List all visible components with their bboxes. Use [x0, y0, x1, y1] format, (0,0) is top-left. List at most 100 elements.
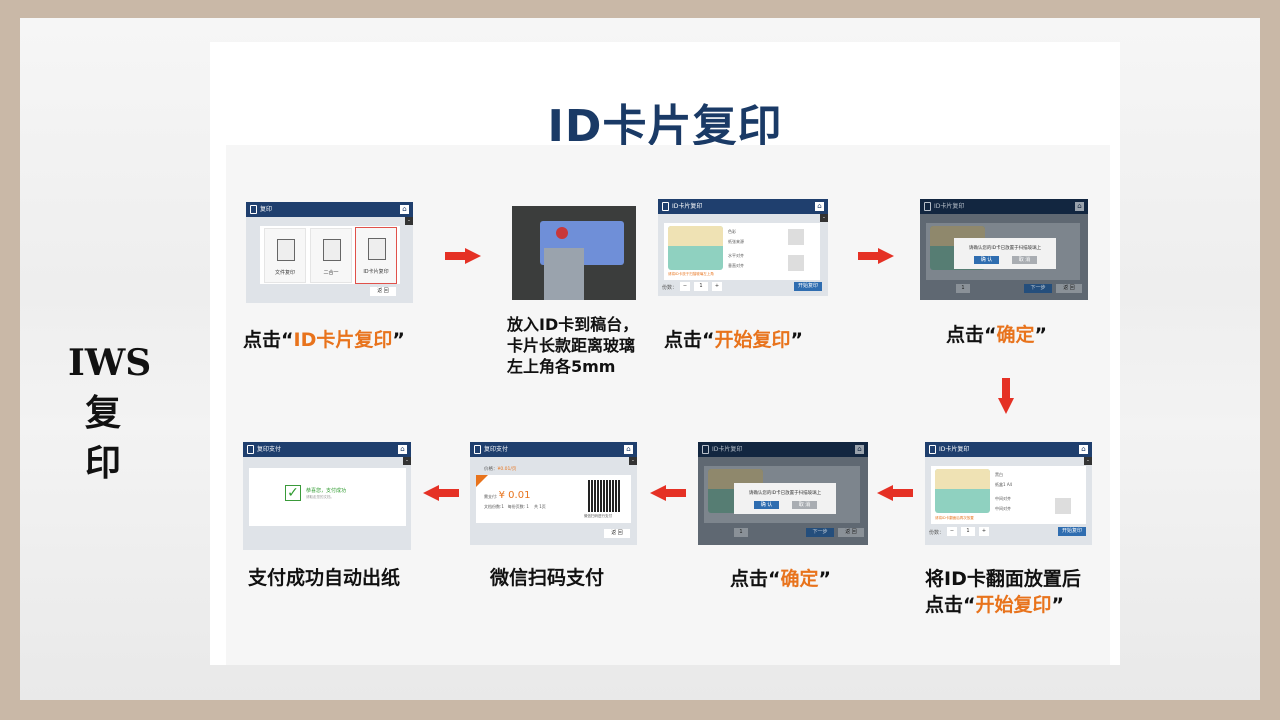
field-value: 纸盒1 A4 [995, 482, 1013, 487]
tile-label: 二合一 [323, 270, 339, 276]
confirm-button[interactable]: 确 认 [754, 501, 779, 509]
minimize-icon[interactable]: - [629, 457, 637, 465]
caption-highlight: 确定 [780, 568, 819, 590]
settings-area: 请将ID卡放于扫描玻璃左上角 色彩 纸张来源 水平对齐 垂直对齐 [664, 223, 820, 280]
minimize-icon[interactable]: - [820, 214, 828, 222]
screen-wechat-payment: 复印支付 ⌂ - 价格：¥0.01/页 需支付: ¥ 0.01 文档份数:1 每份… [470, 442, 637, 545]
step-caption-7: 点击“确定” [730, 566, 831, 592]
field-label: 色彩 [728, 229, 736, 234]
minimize-icon[interactable]: - [1084, 457, 1092, 465]
caption-text: 点击“ [946, 324, 997, 346]
caption-highlight: 开始复印 [714, 329, 791, 351]
arrow-left-icon [877, 485, 913, 501]
caption-text: 点击“ [925, 594, 976, 616]
back-button[interactable]: 返 回 [370, 287, 396, 296]
arrow-left-icon [650, 485, 686, 501]
cancel-button[interactable]: 取 消 [1012, 256, 1037, 264]
checkmark-icon: ✓ [285, 485, 301, 501]
minimize-icon[interactable]: - [403, 457, 411, 465]
tile-label: 文件复印 [274, 270, 295, 276]
tile-label: ID卡片复印 [363, 269, 389, 275]
header-title: ID卡片复印 [712, 446, 743, 453]
side-label-iws: IWS [68, 342, 152, 384]
home-icon[interactable]: ⌂ [400, 205, 409, 214]
home-icon: ⌂ [855, 445, 864, 454]
cancel-button[interactable]: 取 消 [792, 501, 817, 509]
tile-two-in-one[interactable]: 二合一 [310, 228, 352, 283]
preview-back [788, 255, 804, 271]
copies-input[interactable]: 1 [694, 282, 708, 291]
preview-back [1055, 498, 1071, 514]
screen-header: 复印⌂ [246, 202, 413, 217]
step-caption-8: 将ID卡翻面放置后 点击“开始复印” [925, 566, 1081, 618]
home-icon[interactable]: ⌂ [624, 445, 633, 454]
wechat-qr-code[interactable] [588, 480, 620, 512]
caption-text: ” [818, 568, 832, 590]
document-icon [929, 445, 936, 454]
success-area: ✓ 恭喜您，支付成功 请取走您的文档。 [249, 468, 406, 526]
caption-text: 点击“ [664, 329, 715, 351]
increment-button[interactable]: + [712, 282, 722, 291]
page-title: ID卡片复印 [547, 101, 783, 152]
next-button: 下一步 [806, 528, 834, 537]
back-button[interactable]: 返 回 [604, 529, 630, 538]
dialog-message: 请确认您的ID卡已放置于扫描玻璃上 [968, 246, 1042, 251]
payment-area: 需支付: ¥ 0.01 文档份数:1 每份页数: 1 共 1页 微信扫码进行支付 [476, 475, 631, 523]
home-icon[interactable]: ⌂ [815, 202, 824, 211]
tile-file-copy[interactable]: 文件复印 [264, 228, 306, 283]
document-icon [702, 445, 709, 454]
price-label: 价格： [484, 467, 498, 472]
caption-highlight: ID卡片复印 [293, 329, 393, 351]
screen-header: ID卡片复印 ⌂ [658, 199, 828, 214]
decrement-button[interactable]: − [947, 527, 957, 536]
amount-value: ¥ 0.01 [498, 490, 531, 501]
success-subtext: 请取走您的文档。 [306, 495, 334, 499]
start-copy-button[interactable]: 开始复印 [1058, 527, 1086, 536]
caption-text: ” [392, 329, 405, 351]
copies-input: 1 [734, 528, 748, 537]
caption-line: 卡片长款距离玻璃 [507, 336, 636, 355]
price-value: ¥0.01/页 [497, 467, 517, 472]
caption-text: 点击“ [243, 329, 294, 351]
hint-text: 请将ID卡翻面后再次放置 [935, 516, 974, 520]
next-button: 下一步 [1024, 284, 1052, 293]
corner-badge [476, 475, 488, 487]
decrement-button[interactable]: − [680, 282, 690, 291]
home-icon[interactable]: ⌂ [398, 445, 407, 454]
header-title: 复印支付 [484, 446, 509, 453]
field-label: 纸张来源 [728, 239, 744, 244]
field-label: 垂直对齐 [728, 263, 744, 268]
start-copy-button[interactable]: 开始复印 [794, 282, 822, 291]
header-title: ID卡片复印 [672, 203, 703, 210]
caption-text: ” [1034, 324, 1048, 346]
field-value: 中间对齐 [995, 496, 1011, 501]
back-button: 返 回 [1056, 284, 1082, 293]
copies-input: 1 [956, 284, 970, 293]
field-label: 水平对齐 [728, 253, 744, 258]
confirm-button[interactable]: 确 认 [974, 256, 999, 264]
home-icon[interactable]: ⌂ [1079, 445, 1088, 454]
caption-line: 左上角各5mm [507, 357, 616, 376]
tile-id-card-copy[interactable]: ID卡片复印 [355, 227, 397, 284]
header-title: 复印支付 [257, 446, 282, 453]
caption-text: 点击“ [730, 568, 781, 590]
step-caption-2: 放入ID卡到稿台， 卡片长款距离玻璃 左上角各5mm [507, 314, 638, 377]
settings-area: 请将ID卡翻面后再次放置 黑白 纸盒1 A4 中间对齐 中间对齐 [931, 466, 1086, 524]
increment-button[interactable]: + [979, 527, 989, 536]
copies-input[interactable]: 1 [961, 527, 975, 536]
screen-copy-menu: 复印⌂ - 文件复印 二合一 ID卡片复印 返 回 [246, 202, 413, 303]
copies-label: 份数： [929, 530, 945, 536]
caption-text: ” [1051, 594, 1065, 616]
screen-id-copy: ID卡片复印 ⌂ - 请将ID卡放于扫描玻璃左上角 色彩 纸张来源 水平对齐 垂直… [658, 199, 828, 296]
caption-highlight: 确定 [996, 324, 1035, 346]
price-row: 价格：¥0.01/页 [484, 466, 516, 472]
success-message: 恭喜您，支付成功 [306, 488, 347, 494]
minimize-icon[interactable]: - [405, 217, 413, 225]
caption-line: 放入ID卡到稿台， [507, 315, 639, 334]
arrow-down-icon [998, 378, 1014, 414]
two-in-one-icon [323, 239, 341, 261]
document-stack-icon [277, 239, 295, 261]
side-label: IWS 复 印 [68, 338, 152, 488]
preview-front [788, 229, 804, 245]
screen-confirm-dialog: ID卡片复印⌂ 1 下一步 返 回 请确认您的ID卡已放置于扫描玻璃上 确 认 … [920, 199, 1088, 300]
